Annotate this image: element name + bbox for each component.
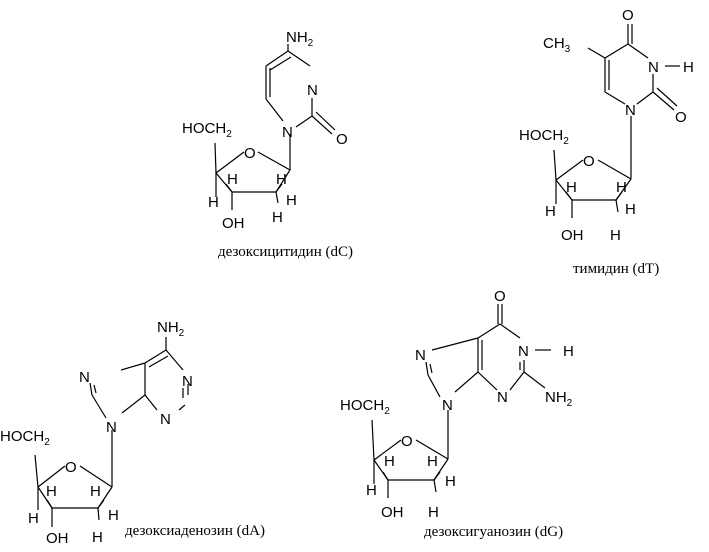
- dc-oh-label: OH: [222, 215, 245, 232]
- dc-h-label: H: [276, 171, 287, 188]
- dg-n3-label: N: [497, 389, 508, 406]
- da-caption: дезоксиаденозин (dA): [125, 523, 265, 539]
- dt-ch3-label: CH3: [543, 35, 571, 55]
- dg-h-label: H: [428, 504, 439, 521]
- da-ring-o-label: O: [65, 459, 77, 476]
- dg-h-label: H: [366, 482, 377, 499]
- da-n3-label: N: [160, 411, 171, 428]
- da-n1-label: N: [182, 373, 193, 390]
- dg-ring-o-label: O: [401, 433, 413, 450]
- molecule-dc: NH2 N N O O HOCH2 H H H H H OH дезоксици…: [182, 29, 353, 260]
- da-h-label: H: [92, 529, 103, 546]
- dc-hoch2-label: HOCH2: [182, 120, 232, 140]
- dt-h-label: H: [545, 203, 556, 220]
- molecule-da: NH2 N N N N O HOCH2 H H H H H OH дезокси…: [0, 319, 265, 547]
- dg-h-label: H: [427, 453, 438, 470]
- da-hoch2-label: HOCH2: [0, 428, 50, 448]
- dg-h1-label: H: [563, 343, 574, 360]
- dc-caption: дезоксицитидин (dC): [218, 244, 353, 260]
- dc-h-label: H: [286, 192, 297, 209]
- da-nh2-label: NH2: [157, 319, 185, 339]
- dc-nh2-label: NH2: [286, 29, 314, 49]
- dt-hoch2-label: HOCH2: [519, 127, 569, 147]
- dt-caption: тимидин (dT): [573, 261, 659, 277]
- dt-h-label: H: [566, 179, 577, 196]
- dt-n3-label: N: [648, 59, 659, 76]
- molecule-dt: O CH3 N H N O O HOCH2 H H H H H OH тимид…: [519, 7, 694, 277]
- dt-o4-label: O: [622, 7, 634, 24]
- da-h-label: H: [108, 507, 119, 524]
- dc-h-label: H: [208, 194, 219, 211]
- dg-nh2-label: NH2: [545, 389, 573, 409]
- dg-n1-label: N: [518, 343, 529, 360]
- dc-ring-o-label: O: [244, 145, 256, 162]
- da-oh-label: OH: [46, 530, 69, 547]
- dc-o2-label: O: [336, 131, 348, 148]
- da-n9-label: N: [106, 419, 117, 436]
- da-h-label: H: [28, 510, 39, 527]
- dt-n1-label: N: [625, 102, 636, 119]
- dg-n7-label: N: [415, 347, 426, 364]
- dg-oh-label: OH: [381, 504, 404, 521]
- dc-h-label: H: [227, 171, 238, 188]
- da-h-label: H: [46, 483, 57, 500]
- dt-h-label: H: [610, 227, 621, 244]
- dc-h-label: H: [272, 209, 283, 226]
- dc-n1-label: N: [282, 124, 293, 141]
- dt-ring-o-label: O: [583, 153, 595, 170]
- molecule-dg: O N H N N NH2 N O HOCH2 H H H H H OH дез…: [340, 288, 574, 540]
- da-n7-label: N: [79, 369, 90, 386]
- dg-o6-label: O: [494, 288, 506, 305]
- dc-n3-label: N: [307, 82, 318, 99]
- dg-h-label: H: [445, 473, 456, 490]
- dg-hoch2-label: HOCH2: [340, 397, 390, 417]
- dt-h-label: H: [625, 201, 636, 218]
- da-h-label: H: [90, 483, 101, 500]
- dg-h-label: H: [384, 453, 395, 470]
- dt-h-label: H: [616, 179, 627, 196]
- dg-n9-label: N: [442, 397, 453, 414]
- dt-oh-label: OH: [561, 227, 584, 244]
- dg-caption: дезоксигуанозин (dG): [424, 524, 563, 540]
- dt-h3-label: H: [683, 59, 694, 76]
- dt-o2-label: O: [675, 109, 687, 126]
